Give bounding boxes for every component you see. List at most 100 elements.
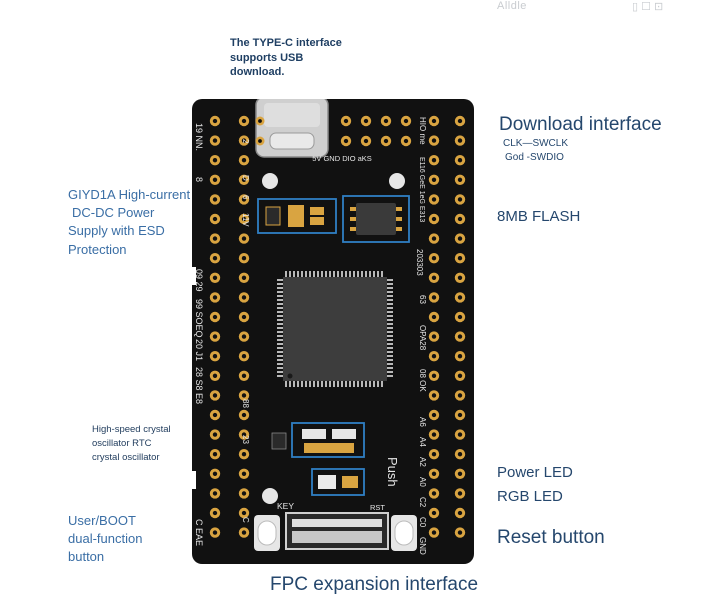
header-pad — [454, 527, 466, 538]
header-pad — [454, 370, 466, 381]
header-pad — [454, 292, 466, 303]
mcu-pin — [361, 381, 363, 387]
mcu-pin — [293, 381, 295, 387]
header-pad — [238, 194, 250, 205]
mcu-pin — [277, 323, 283, 325]
right-silk-label: A2 — [418, 457, 427, 467]
mount-pad — [262, 173, 278, 189]
callout-user-boot: User/BOOT dual-function button — [68, 512, 168, 567]
mcu-pin — [387, 323, 393, 325]
right-silk-label: 63 — [418, 295, 427, 304]
mcu-pin — [289, 271, 291, 277]
header-pad — [340, 135, 352, 147]
header-pad — [428, 272, 440, 283]
right-silk-label: A0 — [418, 477, 427, 487]
left-inner-silk-label: 6 — [241, 195, 250, 200]
header-pad — [209, 292, 221, 303]
callout-dcdc-line: DC-DC Power — [72, 205, 155, 221]
reset-button[interactable] — [391, 515, 417, 551]
mcu-pin — [387, 347, 393, 349]
header-pad — [209, 449, 221, 460]
mcu-pin — [333, 271, 335, 277]
flash-chip — [342, 195, 410, 243]
callout-reset: Reset button — [497, 527, 605, 548]
mcu-pin — [277, 299, 283, 301]
right-silk-label: C0 — [418, 517, 427, 528]
right-silk-label: A4 — [418, 437, 427, 447]
mcu-pin — [387, 375, 393, 377]
header-pad — [209, 155, 221, 166]
callout-user-boot-line: User/BOOT — [68, 513, 136, 528]
header-pad — [428, 174, 440, 185]
watermark-icons: ▯ ☐ ⊡ — [632, 1, 664, 13]
mcu-pin — [387, 319, 393, 321]
header-pad — [360, 115, 372, 127]
header-pad — [238, 233, 250, 244]
header-pad — [238, 292, 250, 303]
mount-pad — [389, 173, 405, 189]
header-pad — [340, 115, 352, 127]
mcu-pin — [377, 271, 379, 277]
mcu-pin — [381, 271, 383, 277]
header-pad — [238, 351, 250, 362]
header-pad — [454, 351, 466, 362]
left-silk-label: 8 — [194, 177, 204, 182]
mcu-pin — [387, 363, 393, 365]
header-pad — [454, 194, 466, 205]
callout-user-boot-line: button — [68, 549, 105, 565]
mcu-pin — [387, 299, 393, 301]
header-pad — [209, 507, 221, 519]
mcu-pin — [387, 343, 393, 345]
mcu-pin — [353, 381, 355, 387]
mcu-pin — [353, 271, 355, 277]
mcu-pin — [309, 381, 311, 387]
mcu-pin — [369, 271, 371, 277]
mcu-pin — [277, 343, 283, 345]
header-pad — [454, 253, 466, 264]
mcu-pin — [387, 303, 393, 305]
mcu-pin — [387, 355, 393, 357]
header-pad — [454, 311, 466, 323]
mcu-pin — [277, 347, 283, 349]
callout-crystal: High-speed crystal oscillator RTC crysta… — [92, 423, 192, 464]
mcu-pin — [387, 351, 393, 353]
header-pad — [209, 311, 221, 323]
header-pad — [454, 468, 466, 479]
mcu-pin — [301, 381, 303, 387]
left-inner-silk-label: 88 — [241, 399, 250, 408]
callout-typec-line: download. — [230, 66, 285, 79]
header-pad — [209, 390, 221, 401]
mcu-pin — [333, 381, 335, 387]
callout-power-led: Power LED — [497, 464, 573, 481]
right-silk-label: HIO me — [418, 117, 427, 145]
header-pad — [454, 233, 466, 244]
callout-crystal-line: oscillator RTC — [92, 437, 152, 449]
watermark-text: Alldle — [497, 0, 527, 12]
header-pad — [238, 213, 250, 225]
left-silk-label: 09 29 — [194, 269, 204, 292]
right-silk-label: 08 OK — [418, 369, 427, 392]
header-pad — [400, 115, 412, 127]
mcu-pin — [277, 283, 283, 285]
usb-pin-labels: 5V GND DIO aKS — [312, 154, 372, 163]
mcu-pin — [373, 381, 375, 387]
header-pad — [428, 390, 440, 401]
left-inner-silk-label: C — [241, 517, 250, 523]
mcu-pin — [387, 371, 393, 373]
key-label: KEY — [277, 501, 294, 511]
mcu-pin — [285, 271, 287, 277]
mcu-pin — [345, 271, 347, 277]
mcu-pin — [277, 303, 283, 305]
mcu-pin — [387, 339, 393, 341]
user-boot-button[interactable] — [254, 515, 280, 551]
header-pad — [209, 409, 221, 421]
mcu-pin — [387, 315, 393, 317]
header-pad — [238, 174, 250, 185]
callout-crystal-line: High-speed crystal — [92, 424, 171, 435]
mcu-pin — [277, 311, 283, 313]
right-silk-label: A6 — [418, 417, 427, 427]
rst-label: RST — [370, 503, 385, 512]
header-pad — [454, 507, 466, 519]
